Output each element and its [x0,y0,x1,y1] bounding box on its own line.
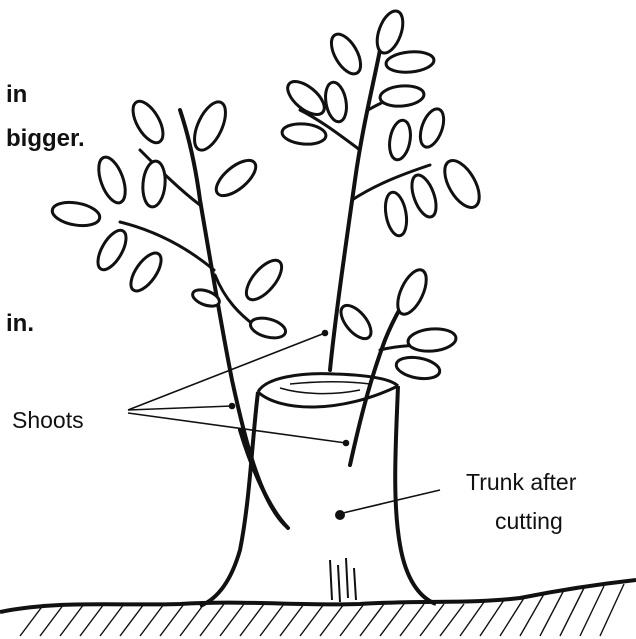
label-trunk-line2: cutting [495,508,563,534]
ground [0,580,636,636]
leaves [50,8,486,382]
leader-lines [128,331,440,514]
shoots-stems [120,50,440,528]
label-shoots: Shoots [12,407,84,433]
label-trunk-line1: Trunk after [466,469,577,495]
fragment-text-in: in [6,81,27,108]
fragment-text-bigger: bigger. [6,125,85,152]
fragment-text-in-period: in. [6,310,34,337]
trunk-stump [200,374,436,606]
